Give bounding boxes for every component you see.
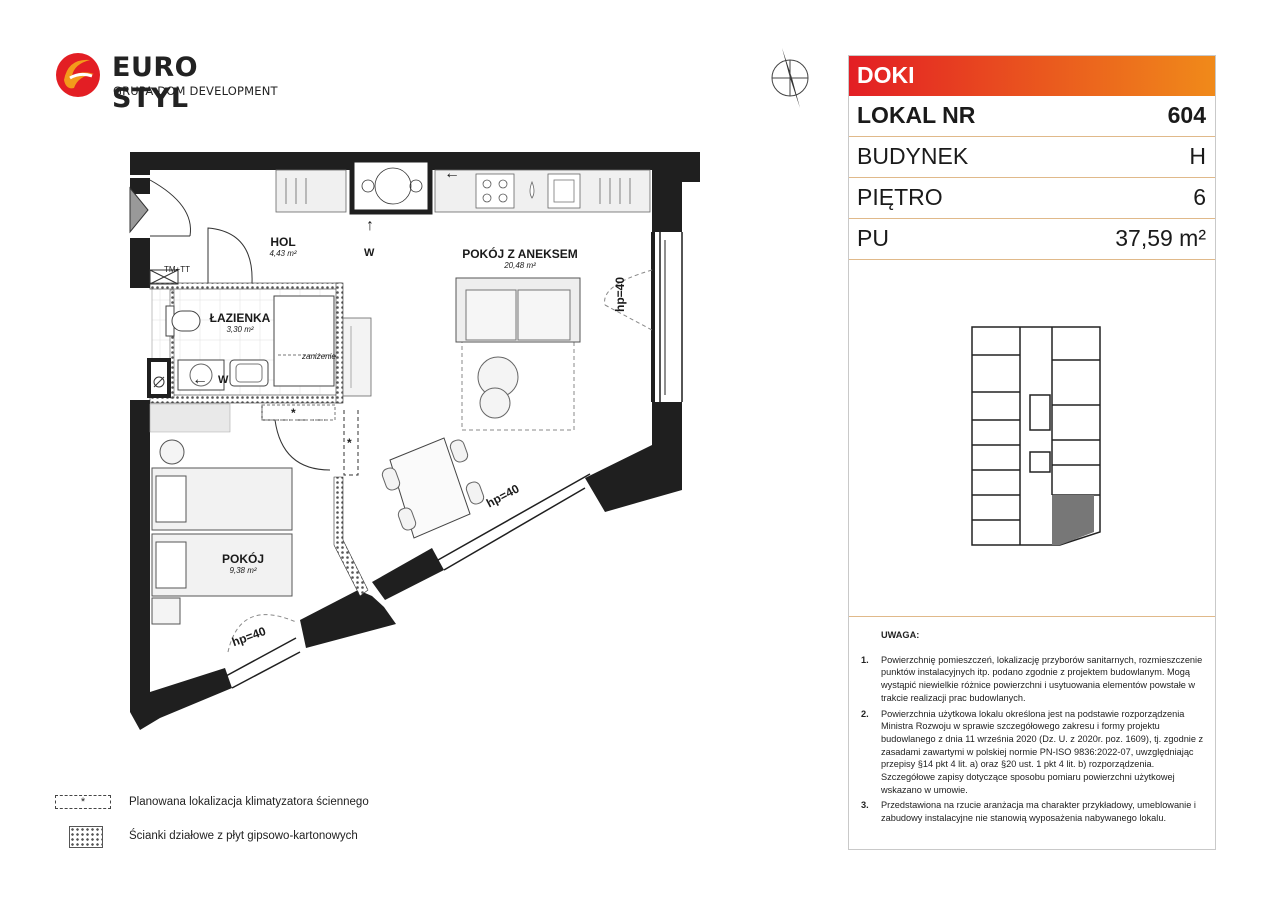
room-area: 3,30 m² (226, 325, 254, 334)
balcony-doors (604, 269, 653, 331)
room-label-lazienka: ŁAZIENKA 3,30 m² (200, 311, 280, 334)
ac-dashed-box-icon: * (55, 795, 111, 809)
project-header: DOKI (849, 56, 1215, 96)
tmtt-label: TM+TT (164, 265, 190, 274)
hp-label-balcony: hp=40 (613, 276, 627, 312)
interior-doors (207, 227, 359, 476)
notes-divider (849, 616, 1215, 617)
info-value: 37,59 m² (1115, 225, 1206, 251)
note-item: 3. Przedstawiona na rzucie aranżacja ma … (859, 799, 1207, 824)
info-row-building: BUDYNEK H (849, 137, 1215, 178)
room-label-pokoj-z-aneksem: POKÓJ Z ANEKSEM 20,48 m² (440, 247, 600, 270)
unit-info-panel: DOKI LOKAL NR 604 BUDYNEK H PIĘTRO 6 PU … (848, 55, 1216, 850)
legend-text: Ścianki działowe z płyt gipsowo-kartonow… (129, 830, 358, 842)
gypsum-pattern-icon (69, 826, 103, 848)
brand-subtitle: GRUPA DOM DEVELOPMENT (113, 84, 278, 98)
note-number: 3. (861, 800, 869, 811)
info-row-area: PU 37,59 m² (849, 219, 1215, 260)
notes-section: UWAGA: 1. Powierzchnię pomieszczeń, loka… (859, 629, 1207, 828)
key-plan-unit-highlight (1052, 495, 1094, 545)
note-text: Powierzchnia użytkowa lokalu określona j… (881, 708, 1204, 795)
room-name: POKÓJ Z ANEKSEM (462, 247, 578, 261)
kitchen-counter (275, 157, 651, 215)
brand-name: EURO STYL (112, 52, 199, 114)
info-label: LOKAL NR (857, 102, 976, 128)
info-label: PIĘTRO (857, 184, 943, 210)
ac-mark-hall: * (291, 406, 296, 420)
room-name: HOL (270, 235, 296, 249)
room-partition (149, 403, 369, 597)
note-number: 1. (861, 654, 869, 665)
kitchen-pipe-arrow-icon: ← (444, 165, 460, 182)
hall-cabinet (342, 317, 372, 397)
note-number: 2. (861, 708, 869, 719)
living-furniture (381, 277, 581, 539)
legend-text: Planowana lokalizacja klimatyzatora ście… (129, 796, 369, 808)
room-area: 20,48 m² (504, 261, 536, 270)
info-value: 6 (1193, 184, 1206, 210)
room-label-pokoj: POKÓJ 9,38 m² (205, 552, 281, 575)
ac-mark-living: * (347, 436, 352, 450)
kitchen-water-arrow-icon: ↑ (366, 217, 374, 234)
room-label-hol: HOL 4,43 m² (255, 235, 311, 258)
brand-logo: EURO STYL GRUPA DOM DEVELOPMENT (54, 50, 284, 114)
water-label-kitchen: W (364, 247, 375, 259)
logo-swirl-icon (56, 53, 100, 97)
info-value: H (1189, 143, 1206, 169)
note-text: Przedstawiona na rzucie aranżacja ma cha… (881, 800, 1196, 824)
note-item: 2. Powierzchnia użytkowa lokalu określon… (859, 708, 1207, 797)
info-label: BUDYNEK (857, 143, 969, 169)
info-row-floor: PIĘTRO 6 (849, 178, 1215, 219)
note-text: Powierzchnię pomieszczeń, lokalizację pr… (881, 654, 1203, 703)
water-label-bathroom: W (218, 374, 229, 386)
notes-title: UWAGA: (881, 630, 920, 640)
room-area: 4,43 m² (269, 249, 297, 258)
room-name: POKÓJ (221, 552, 264, 566)
project-name: DOKI (857, 62, 915, 88)
room-name: ŁAZIENKA (209, 311, 271, 325)
entrance-door (129, 179, 191, 237)
exterior-thin-walls (139, 232, 683, 728)
info-label: PU (857, 225, 889, 251)
bathroom-water-arrow-icon: ← (192, 371, 208, 388)
info-row-unit: LOKAL NR 604 (849, 96, 1215, 137)
exterior-walls (130, 152, 700, 730)
lowered-ceiling-label: zaniżenie (302, 352, 336, 361)
note-item: 1. Powierzchnię pomieszczeń, lokalizację… (859, 654, 1207, 705)
north-arrow-icon (771, 48, 809, 108)
bathroom (147, 269, 344, 404)
bedroom-furniture (151, 439, 297, 653)
info-value: 604 (1167, 102, 1206, 128)
legend-symbol: * (80, 796, 86, 808)
room-area: 9,38 m² (229, 566, 257, 575)
